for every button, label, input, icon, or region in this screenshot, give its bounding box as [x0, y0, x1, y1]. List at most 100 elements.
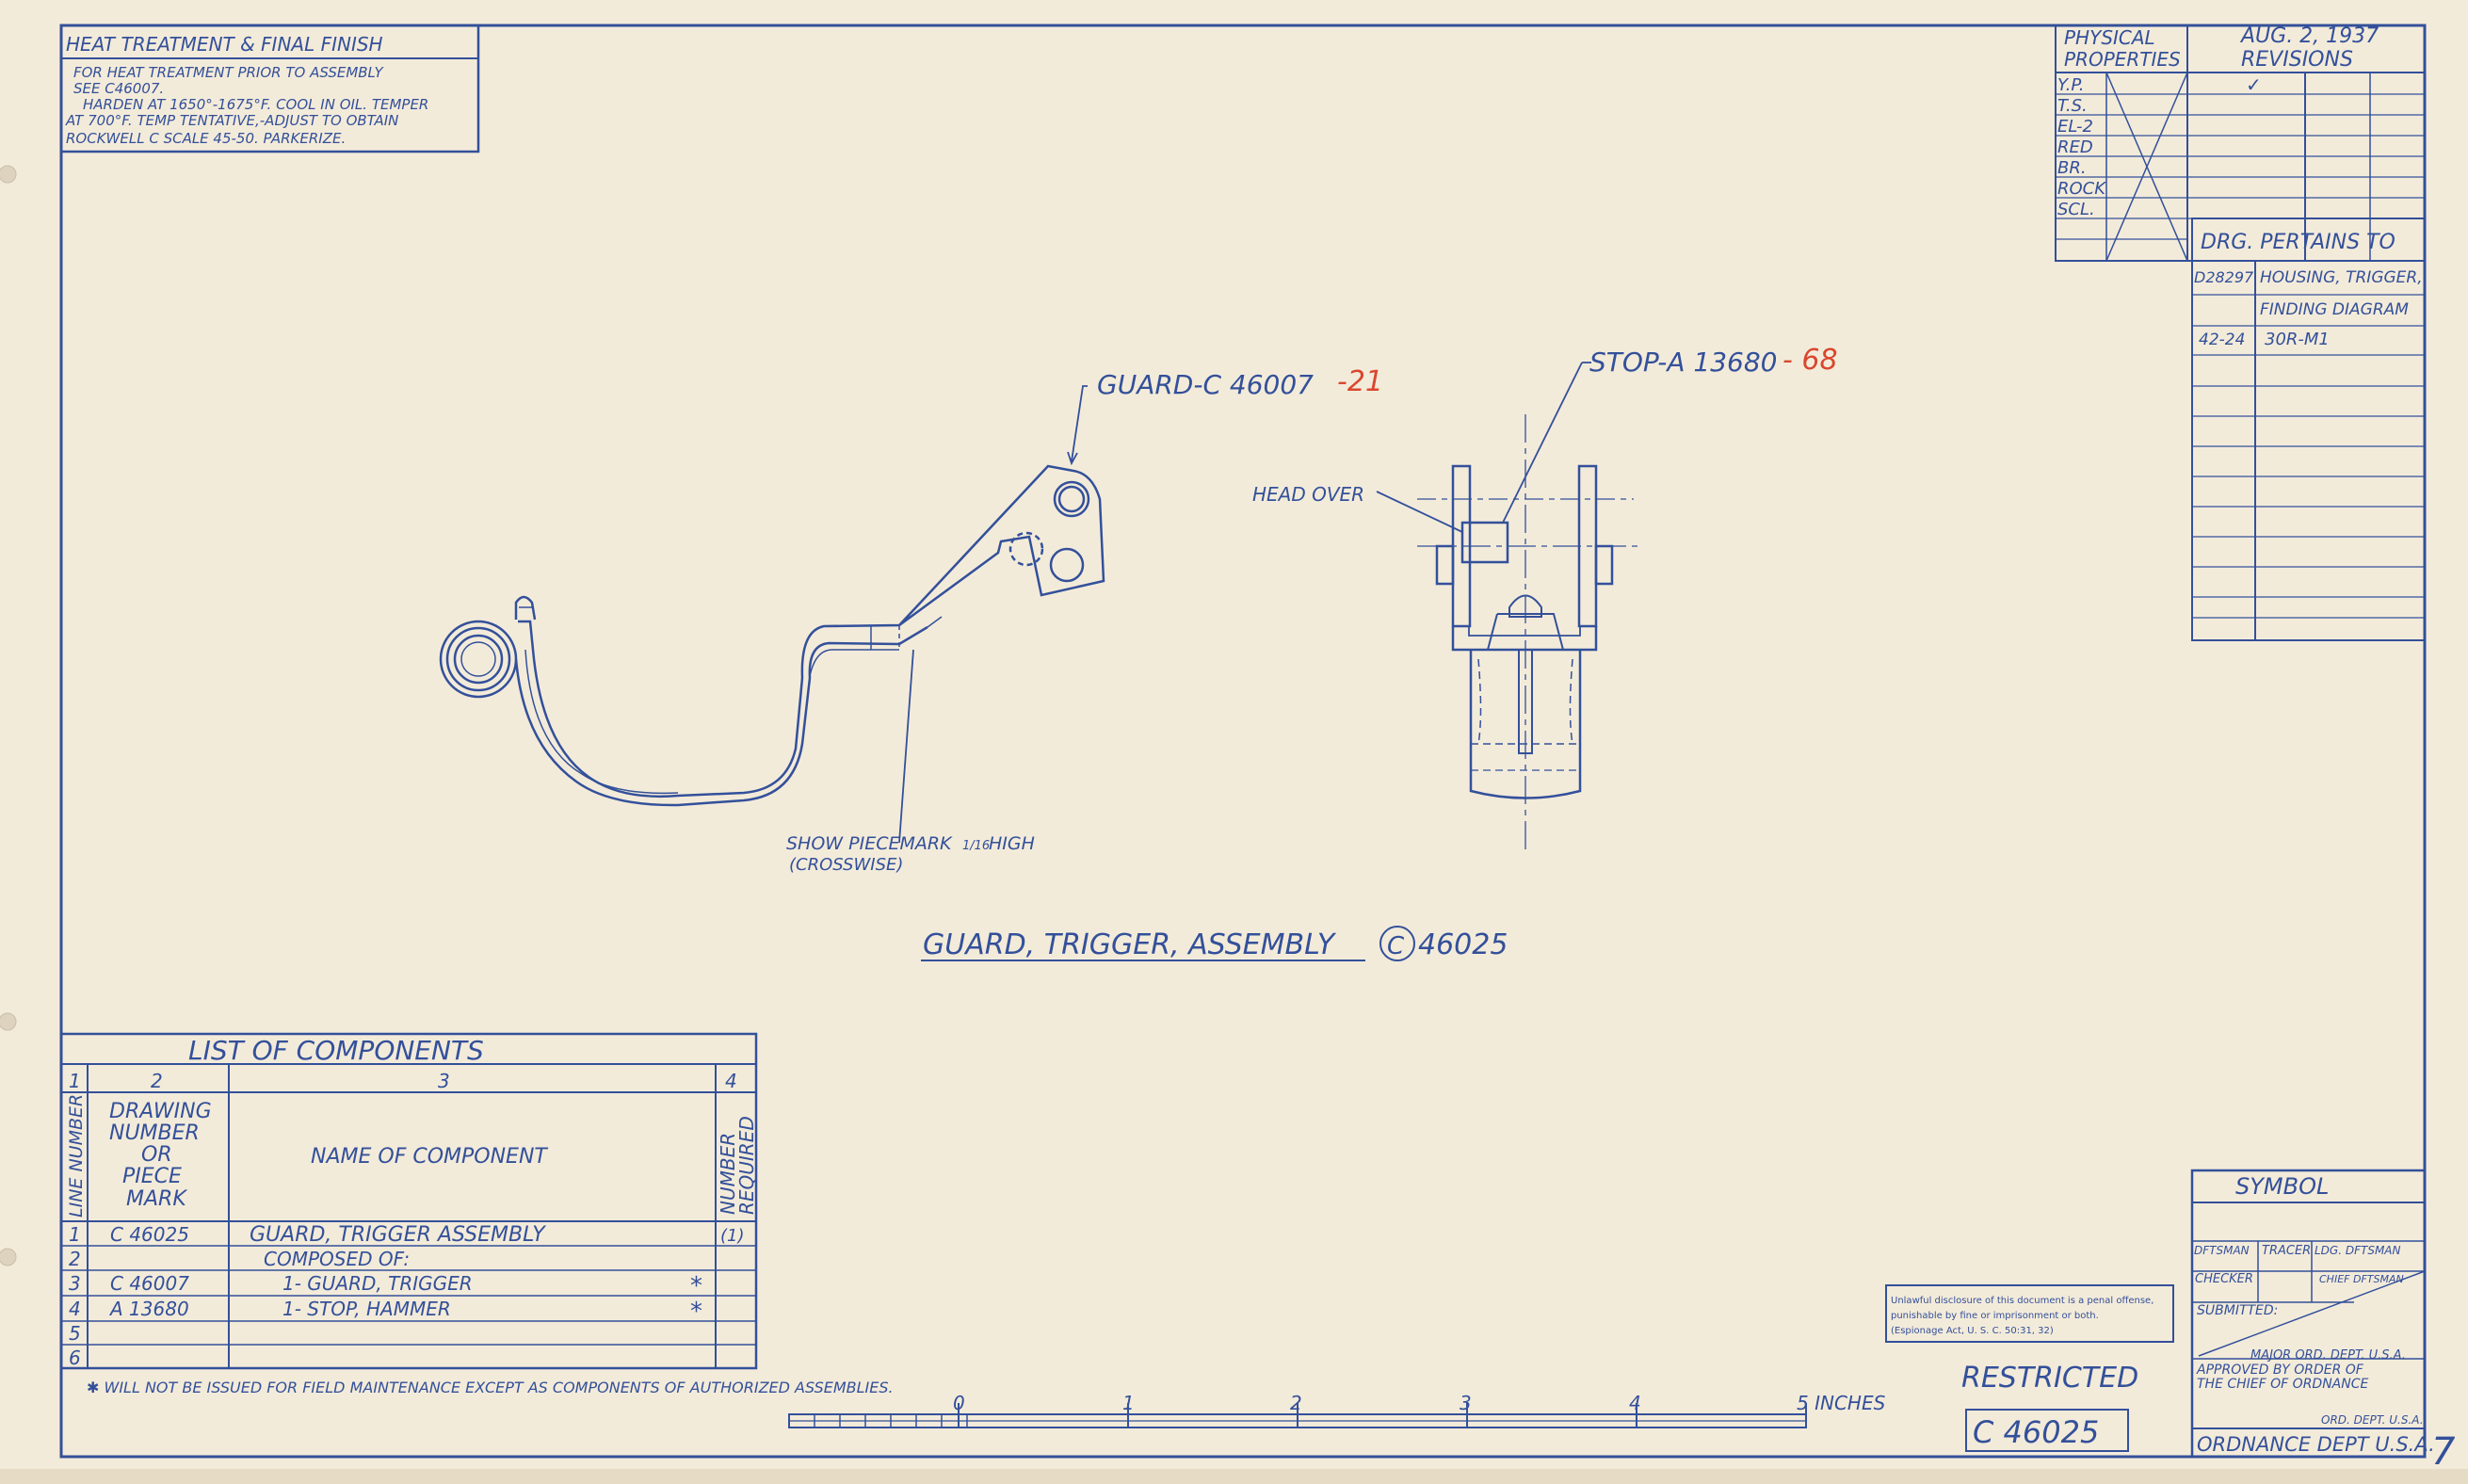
- submitted-label: SUBMITTED:: [2197, 1303, 2278, 1318]
- drawing-number: C 46025: [1973, 1414, 2099, 1450]
- component-qty: (1): [720, 1226, 745, 1246]
- component-star: *: [690, 1272, 702, 1300]
- scale-label: 1: [1122, 1392, 1135, 1414]
- component-line: 6: [69, 1347, 81, 1369]
- line-number-header: LINE NUMBER: [66, 1094, 87, 1218]
- components-table: LIST OF COMPONENTS 1 2 3 4 LINE NUMBER D…: [59, 1032, 894, 1396]
- symbol-title: SYMBOL: [2235, 1173, 2329, 1200]
- scale-label: 4: [1629, 1392, 1641, 1414]
- drawing-number-box: [1965, 1409, 2129, 1452]
- espionage-warning-stamp: Unlawful disclosure of this document is …: [1885, 1284, 2174, 1343]
- components-footnote: ✱ WILL NOT BE ISSUED FOR FIELD MAINTENAN…: [87, 1379, 894, 1396]
- sheet-number: 7: [2431, 1430, 2456, 1474]
- guard-callout: GUARD-C 46007: [1097, 369, 1314, 400]
- heat-treatment-line: ROCKWELL C SCALE 45-50. PARKERIZE.: [66, 130, 346, 147]
- binder-holes: [0, 165, 17, 1266]
- symbol-approval-block: SYMBOL DFTSMAN TRACER LDG. DFTSMAN CHECK…: [2190, 1169, 2435, 1459]
- heat-treatment-line: FOR HEAT TREATMENT PRIOR TO ASSEMBLY: [73, 64, 384, 81]
- properties-header: PHYSICAL: [2064, 26, 2155, 49]
- component-name: COMPOSED OF:: [264, 1248, 410, 1270]
- checker-label: CHECKER: [2195, 1272, 2253, 1286]
- assembly-number: 46025: [1418, 928, 1508, 961]
- pertains-code: 42-24: [2199, 331, 2245, 349]
- pertains-title: DRG. PERTAINS TO: [2201, 231, 2395, 254]
- pertains-text: 30R-M1: [2265, 330, 2330, 349]
- heat-treatment-line: SEE C46007.: [73, 80, 164, 97]
- scale-label: 5 INCHES: [1797, 1392, 1886, 1414]
- major-label: MAJOR ORD. DEPT. U.S.A.: [2250, 1348, 2406, 1363]
- physical-properties-table: PHYSICAL PROPERTIES Y.P. T.S. EL-2 RED B…: [2055, 24, 2426, 262]
- scale-label: 0: [953, 1392, 965, 1414]
- heat-treatment-line: HARDEN AT 1650°-1675°F. COOL IN OIL. TEM…: [83, 96, 428, 113]
- component-line: 4: [69, 1298, 81, 1320]
- piecemark-note: SHOW PIECEMARK: [786, 833, 953, 854]
- stop-callout: STOP-A 13680: [1589, 347, 1778, 378]
- assembly-title: GUARD, TRIGGER, ASSEMBLY C 46025: [921, 926, 1508, 961]
- drawing-number-header: PIECE: [122, 1165, 182, 1188]
- component-name: 1- STOP, HAMMER: [282, 1298, 451, 1320]
- property-label: RED: [2057, 137, 2093, 157]
- component-name-header: NAME OF COMPONENT: [311, 1145, 548, 1169]
- property-label: Y.P.: [2057, 75, 2085, 95]
- restricted-label: RESTRICTED: [1961, 1362, 2138, 1395]
- warning-line: Unlawful disclosure of this document is …: [1891, 1296, 2153, 1306]
- ord-dept-label: ORD. DEPT. U.S.A.: [2321, 1413, 2424, 1427]
- guard-callout-suffix: -21: [1337, 365, 1383, 398]
- drawing-pertains-table: DRG. PERTAINS TO D28297 HOUSING, TRIGGER…: [2191, 218, 2426, 641]
- component-line: 3: [69, 1272, 81, 1295]
- component-name: 1- GUARD, TRIGGER: [282, 1272, 473, 1295]
- scale-label: 2: [1290, 1392, 1302, 1414]
- drawing-number-header: MARK: [126, 1187, 187, 1211]
- drawing-number-header: DRAWING: [109, 1100, 212, 1123]
- scale-label: 3: [1460, 1392, 1472, 1414]
- pertains-code: D28297: [2194, 268, 2254, 286]
- component-line: 5: [69, 1322, 81, 1345]
- component-line: 1: [69, 1223, 81, 1246]
- approved-label: THE CHIEF OF ORDNANCE: [2197, 1377, 2369, 1392]
- components-title: LIST OF COMPONENTS: [188, 1035, 484, 1066]
- number-required-header: REQUIRED: [735, 1116, 758, 1215]
- chief-dftsman-label: CHIEF DFTSMAN: [2319, 1273, 2404, 1285]
- hammer-stop-drawing: [1376, 362, 1638, 852]
- component-line: 2: [69, 1248, 81, 1270]
- piecemark-note: (CROSSWISE): [789, 855, 903, 875]
- revisions-label: REVISIONS: [2241, 48, 2353, 72]
- scale-bar: 0 1 2 3 4 5 INCHES: [788, 1392, 1886, 1428]
- number-required-header: NUMBER: [717, 1133, 739, 1215]
- component-star: *: [690, 1298, 702, 1326]
- ldg-dftsman-label: LDG. DFTSMAN: [2315, 1244, 2401, 1257]
- assembly-name: GUARD, TRIGGER, ASSEMBLY: [923, 928, 1337, 961]
- property-label: ROCK: [2057, 179, 2106, 199]
- component-drawing: A 13680: [108, 1298, 189, 1320]
- column-number: 4: [725, 1070, 737, 1092]
- assembly-symbol: C: [1387, 932, 1405, 960]
- piecemark-note: HIGH: [989, 833, 1035, 854]
- component-name: GUARD, TRIGGER ASSEMBLY: [250, 1223, 546, 1247]
- column-number: 1: [69, 1070, 81, 1092]
- drawing-number-header: NUMBER: [109, 1121, 200, 1145]
- property-label: EL-2: [2057, 117, 2093, 137]
- drawing-number-header: OR: [141, 1143, 172, 1167]
- trigger-guard-drawing: [439, 385, 1105, 844]
- pertains-text: FINDING DIAGRAM: [2260, 300, 2409, 319]
- dftsman-label: DFTSMAN: [2194, 1244, 2250, 1257]
- pertains-text: HOUSING, TRIGGER,: [2260, 268, 2423, 287]
- properties-header: PROPERTIES: [2064, 48, 2181, 71]
- column-number: 3: [438, 1070, 450, 1092]
- head-over-label: HEAD OVER: [1252, 483, 1364, 506]
- sheet-border: [59, 24, 2427, 1459]
- revision-date: AUG. 2, 1937: [2239, 24, 2379, 48]
- component-drawing: C 46007: [110, 1272, 189, 1295]
- heat-treatment-box: HEAT TREATMENT & FINAL FINISH FOR HEAT T…: [59, 24, 480, 153]
- tracer-label: TRACER: [2262, 1244, 2311, 1258]
- stop-callout-suffix: - 68: [1782, 344, 1838, 377]
- approved-label: APPROVED BY ORDER OF: [2196, 1363, 2364, 1378]
- property-label: SCL.: [2057, 200, 2095, 219]
- column-number: 2: [151, 1070, 163, 1092]
- warning-line: (Espionage Act, U. S. C. 50:31, 32): [1891, 1326, 2054, 1336]
- warning-line: punishable by fine or imprisonment or bo…: [1891, 1311, 2099, 1321]
- piecemark-fraction: 1/16: [962, 839, 990, 853]
- ordnance-dept-label: ORDNANCE DEPT U.S.A.: [2197, 1433, 2435, 1456]
